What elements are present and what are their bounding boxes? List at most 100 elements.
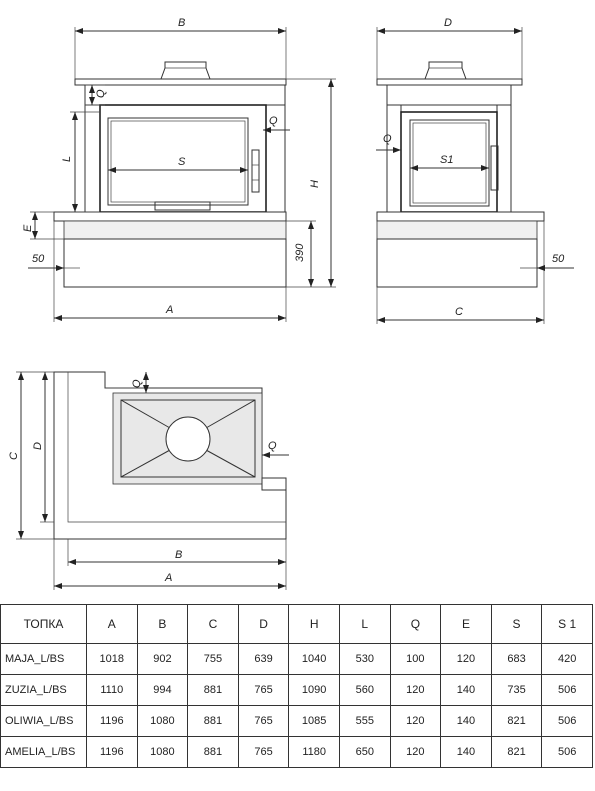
label-c-side: C [455,306,463,318]
table-cell: 120 [389,674,442,706]
table-cell: 560 [338,674,391,706]
table-cell: 1180 [288,736,340,768]
header-c: C [187,604,239,644]
table-cell: 639 [237,643,290,675]
table-cell: 140 [440,674,492,706]
table-cell: 530 [338,643,391,675]
table-cell: 1090 [288,674,340,706]
label-b-plan: B [175,549,182,561]
label-b-front: B [178,17,185,29]
table-row: OLIWIA_L/BS 1196 1080 881 765 1085 555 1… [0,705,593,737]
table-row: ZUZIA_L/BS 1110 994 881 765 1090 560 120… [0,674,593,706]
table-cell: 1040 [288,643,340,675]
front-base-plinth [63,220,287,240]
side-left-column [386,104,402,213]
plan-firebox-inner [120,399,256,478]
header-l: L [338,604,391,644]
header-s1: S 1 [541,604,593,644]
label-d-side: D [444,17,452,29]
front-ash-slot [154,201,211,211]
label-q-plan-side: Q [268,440,277,452]
label-s: S [178,156,186,168]
table-cell: AMELIA_L/BS [0,736,87,768]
side-view: D C Q S1 50 [376,17,574,324]
header-b: B [136,604,189,644]
table-cell: 1085 [288,705,340,737]
table-cell: 765 [237,674,290,706]
front-base-lower [63,238,287,288]
label-a-front: A [165,304,173,316]
table-cell: 120 [389,736,442,768]
side-base-ledge [376,211,545,222]
side-top-cap [376,78,523,86]
label-390: 390 [294,243,306,262]
table-cell: 881 [187,705,239,737]
label-50-front: 50 [32,253,45,265]
table-row: AMELIA_L/BS 1196 1080 881 765 1180 650 1… [0,736,593,768]
table-cell: 994 [136,674,189,706]
label-q-front-top: Q [95,89,107,98]
table-cell: 1018 [86,643,138,675]
plan-inner-contour [67,372,286,523]
side-base-plinth [376,220,538,240]
table-cell: 881 [187,674,239,706]
label-e: E [22,224,34,232]
label-50-side: 50 [552,253,565,265]
table-cell: 650 [338,736,391,768]
table-cell: 120 [389,705,442,737]
label-a-plan: A [164,572,172,584]
header-s: S [490,604,543,644]
label-l: L [61,156,73,162]
table-cell: 821 [490,736,543,768]
front-left-column [84,104,101,213]
label-h: H [309,180,321,188]
label-q-side: Q [383,133,392,145]
table-cell: 1080 [136,705,189,737]
plan-view: C D Q Q B A [8,371,289,590]
table-cell: MAJA_L/BS [0,643,87,675]
table-cell: ZUZIA_L/BS [0,674,87,706]
table-cell: 100 [389,643,442,675]
front-base-ledge [53,211,287,222]
table-header-row: ТОПКА A B C D H L Q E S S 1 [0,604,593,644]
side-chimney-collar [424,61,467,80]
table-cell: 555 [338,705,391,737]
table-cell: 506 [541,674,593,706]
side-door-glass [409,119,490,207]
label-q-front-side: Q [269,115,278,127]
table-cell: 506 [541,705,593,737]
table-cell: 1080 [136,736,189,768]
label-s1: S1 [440,154,453,166]
table-cell: 1196 [86,736,138,768]
header-h: H [288,604,340,644]
front-view: B A H 390 L Q Q E 50 [22,17,336,322]
dimensions-table: ТОПКА A B C D H L Q E S S 1 MAJA_L/BS 10… [0,604,593,768]
table-cell: 140 [440,705,492,737]
table-cell: 902 [136,643,189,675]
plan-flue-circle [165,416,211,462]
table-cell: 1196 [86,705,138,737]
table-cell: OLIWIA_L/BS [0,705,87,737]
side-upper-band [386,84,512,106]
table-cell: 420 [541,643,593,675]
label-c-plan: C [8,452,20,460]
table-cell: 1110 [86,674,138,706]
label-q-plan-top: Q [131,379,143,388]
header-e: E [440,604,492,644]
table-row: MAJA_L/BS 1018 902 755 639 1040 530 100 … [0,643,593,675]
side-door-inner [412,122,487,204]
header-d: D [237,604,290,644]
header-a: A [86,604,138,644]
front-chimney-collar [160,61,211,80]
table-cell: 765 [237,705,290,737]
table-cell: 506 [541,736,593,768]
table-cell: 683 [490,643,543,675]
front-door-glass [107,117,249,206]
table-cell: 755 [187,643,239,675]
label-d-plan: D [32,442,44,450]
side-right-column [496,104,512,213]
table-cell: 140 [440,736,492,768]
table-cell: 881 [187,736,239,768]
header-q: Q [389,604,442,644]
table-cell: 765 [237,736,290,768]
